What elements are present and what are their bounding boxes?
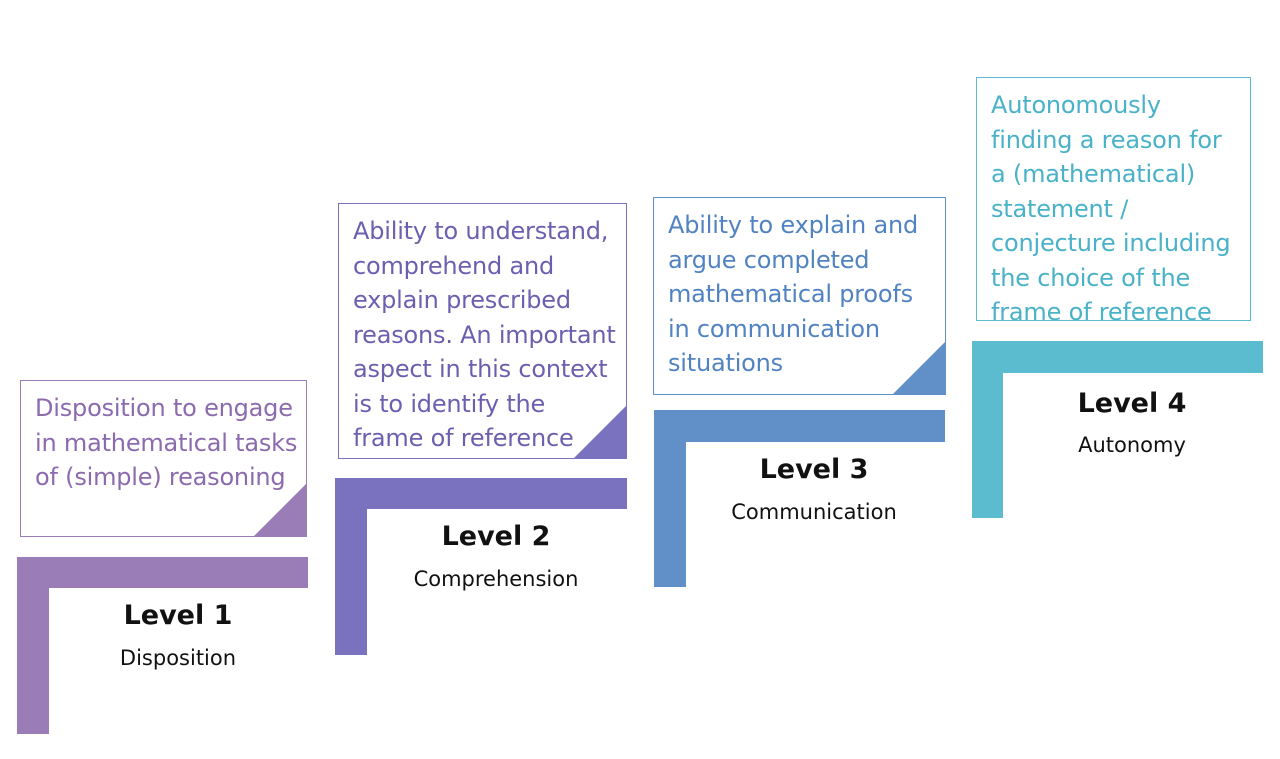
- level-4-title: Level 4: [1077, 388, 1187, 419]
- level-4-description-box: Autonomously finding a reason for a (mat…: [976, 77, 1251, 321]
- level-2-description: Ability to understand, comprehend and ex…: [353, 217, 616, 452]
- level-1-corner-fold: [254, 484, 306, 536]
- level-3-description: Ability to explain and argue completed m…: [668, 211, 919, 377]
- level-2-step-tread: [335, 478, 627, 509]
- level-3-corner-fold: [893, 342, 945, 394]
- level-1-step-tread: [17, 557, 308, 588]
- level-2-corner-fold: [574, 406, 626, 458]
- level-3-subtitle: Communication: [731, 500, 897, 524]
- level-4-subtitle: Autonomy: [1078, 433, 1186, 457]
- level-3-step-riser: [654, 410, 686, 587]
- level-4-step-tread: [972, 341, 1263, 373]
- level-1-description: Disposition to engage in mathematical ta…: [35, 394, 298, 491]
- level-1-step-riser: [17, 557, 49, 734]
- level-4-step-riser: [972, 341, 1003, 518]
- level-1-subtitle: Disposition: [119, 646, 237, 670]
- level-2-subtitle: Comprehension: [413, 567, 579, 591]
- level-4-description: Autonomously finding a reason for a (mat…: [991, 91, 1231, 321]
- level-2-title: Level 2: [441, 521, 551, 552]
- level-2-step-riser: [335, 478, 367, 655]
- level-3-description-box: Ability to explain and argue completed m…: [653, 197, 946, 395]
- level-1-title: Level 1: [123, 600, 233, 631]
- level-2-description-box: Ability to understand, comprehend and ex…: [338, 203, 627, 459]
- level-3-step-tread: [654, 410, 945, 442]
- level-3-title: Level 3: [759, 454, 869, 485]
- level-1-description-box: Disposition to engage in mathematical ta…: [20, 380, 307, 537]
